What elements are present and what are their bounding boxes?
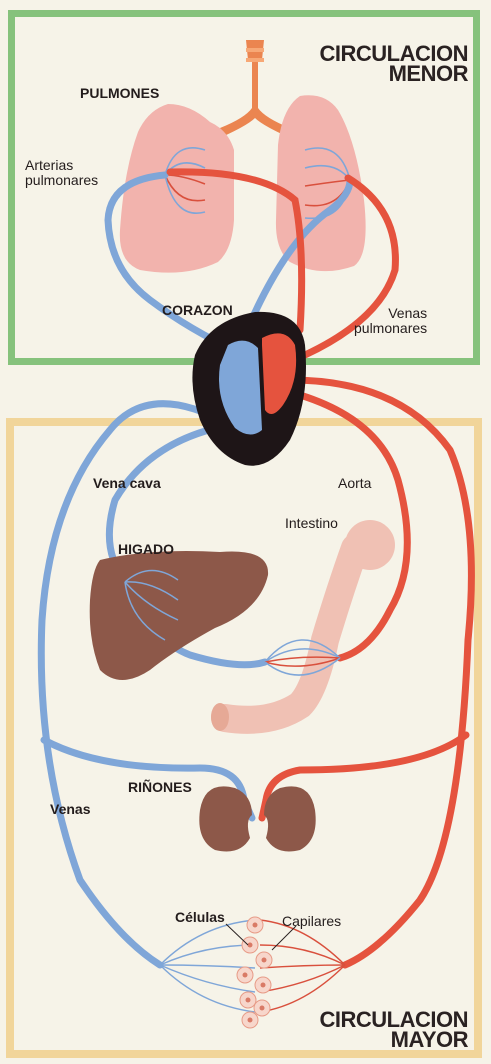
label-celulas: Células [175,910,225,925]
circulacion-menor-title-line2: MENOR [290,64,468,84]
label-arterias-line1: Arterias [25,158,98,173]
label-pulmones: PULMONES [80,86,159,101]
label-vena-cava: Vena cava [93,476,161,491]
label-intestino: Intestino [285,516,338,531]
label-capilares: Capilares [282,914,341,929]
heart [192,312,306,466]
label-venas: Venas [50,802,90,817]
label-higado: HIGADO [118,542,174,557]
left-kidney [199,786,252,851]
systemic-arteries [262,380,471,965]
body-cells [237,917,272,1028]
label-venas-pulmonares-line1: Venas [354,306,427,321]
trachea [220,40,290,136]
circulacion-mayor-title: CIRCULACION MAYOR [290,1010,468,1050]
label-arterias-line2: pulmonares [25,173,98,188]
liver [90,551,268,680]
label-corazon: CORAZON [162,303,233,318]
right-kidney [264,786,316,851]
label-arterias-pulmonares: Arterias pulmonares [25,158,98,188]
intestine [211,520,395,731]
left-lung [120,104,234,273]
circulacion-menor-title: CIRCULACION MENOR [290,44,468,84]
label-rinones: RIÑONES [128,780,192,795]
label-venas-pulmonares-line2: pulmonares [354,321,427,336]
circulacion-mayor-title-line2: MAYOR [290,1030,468,1050]
label-aorta: Aorta [338,476,371,491]
label-venas-pulmonares: Venas pulmonares [354,306,427,336]
